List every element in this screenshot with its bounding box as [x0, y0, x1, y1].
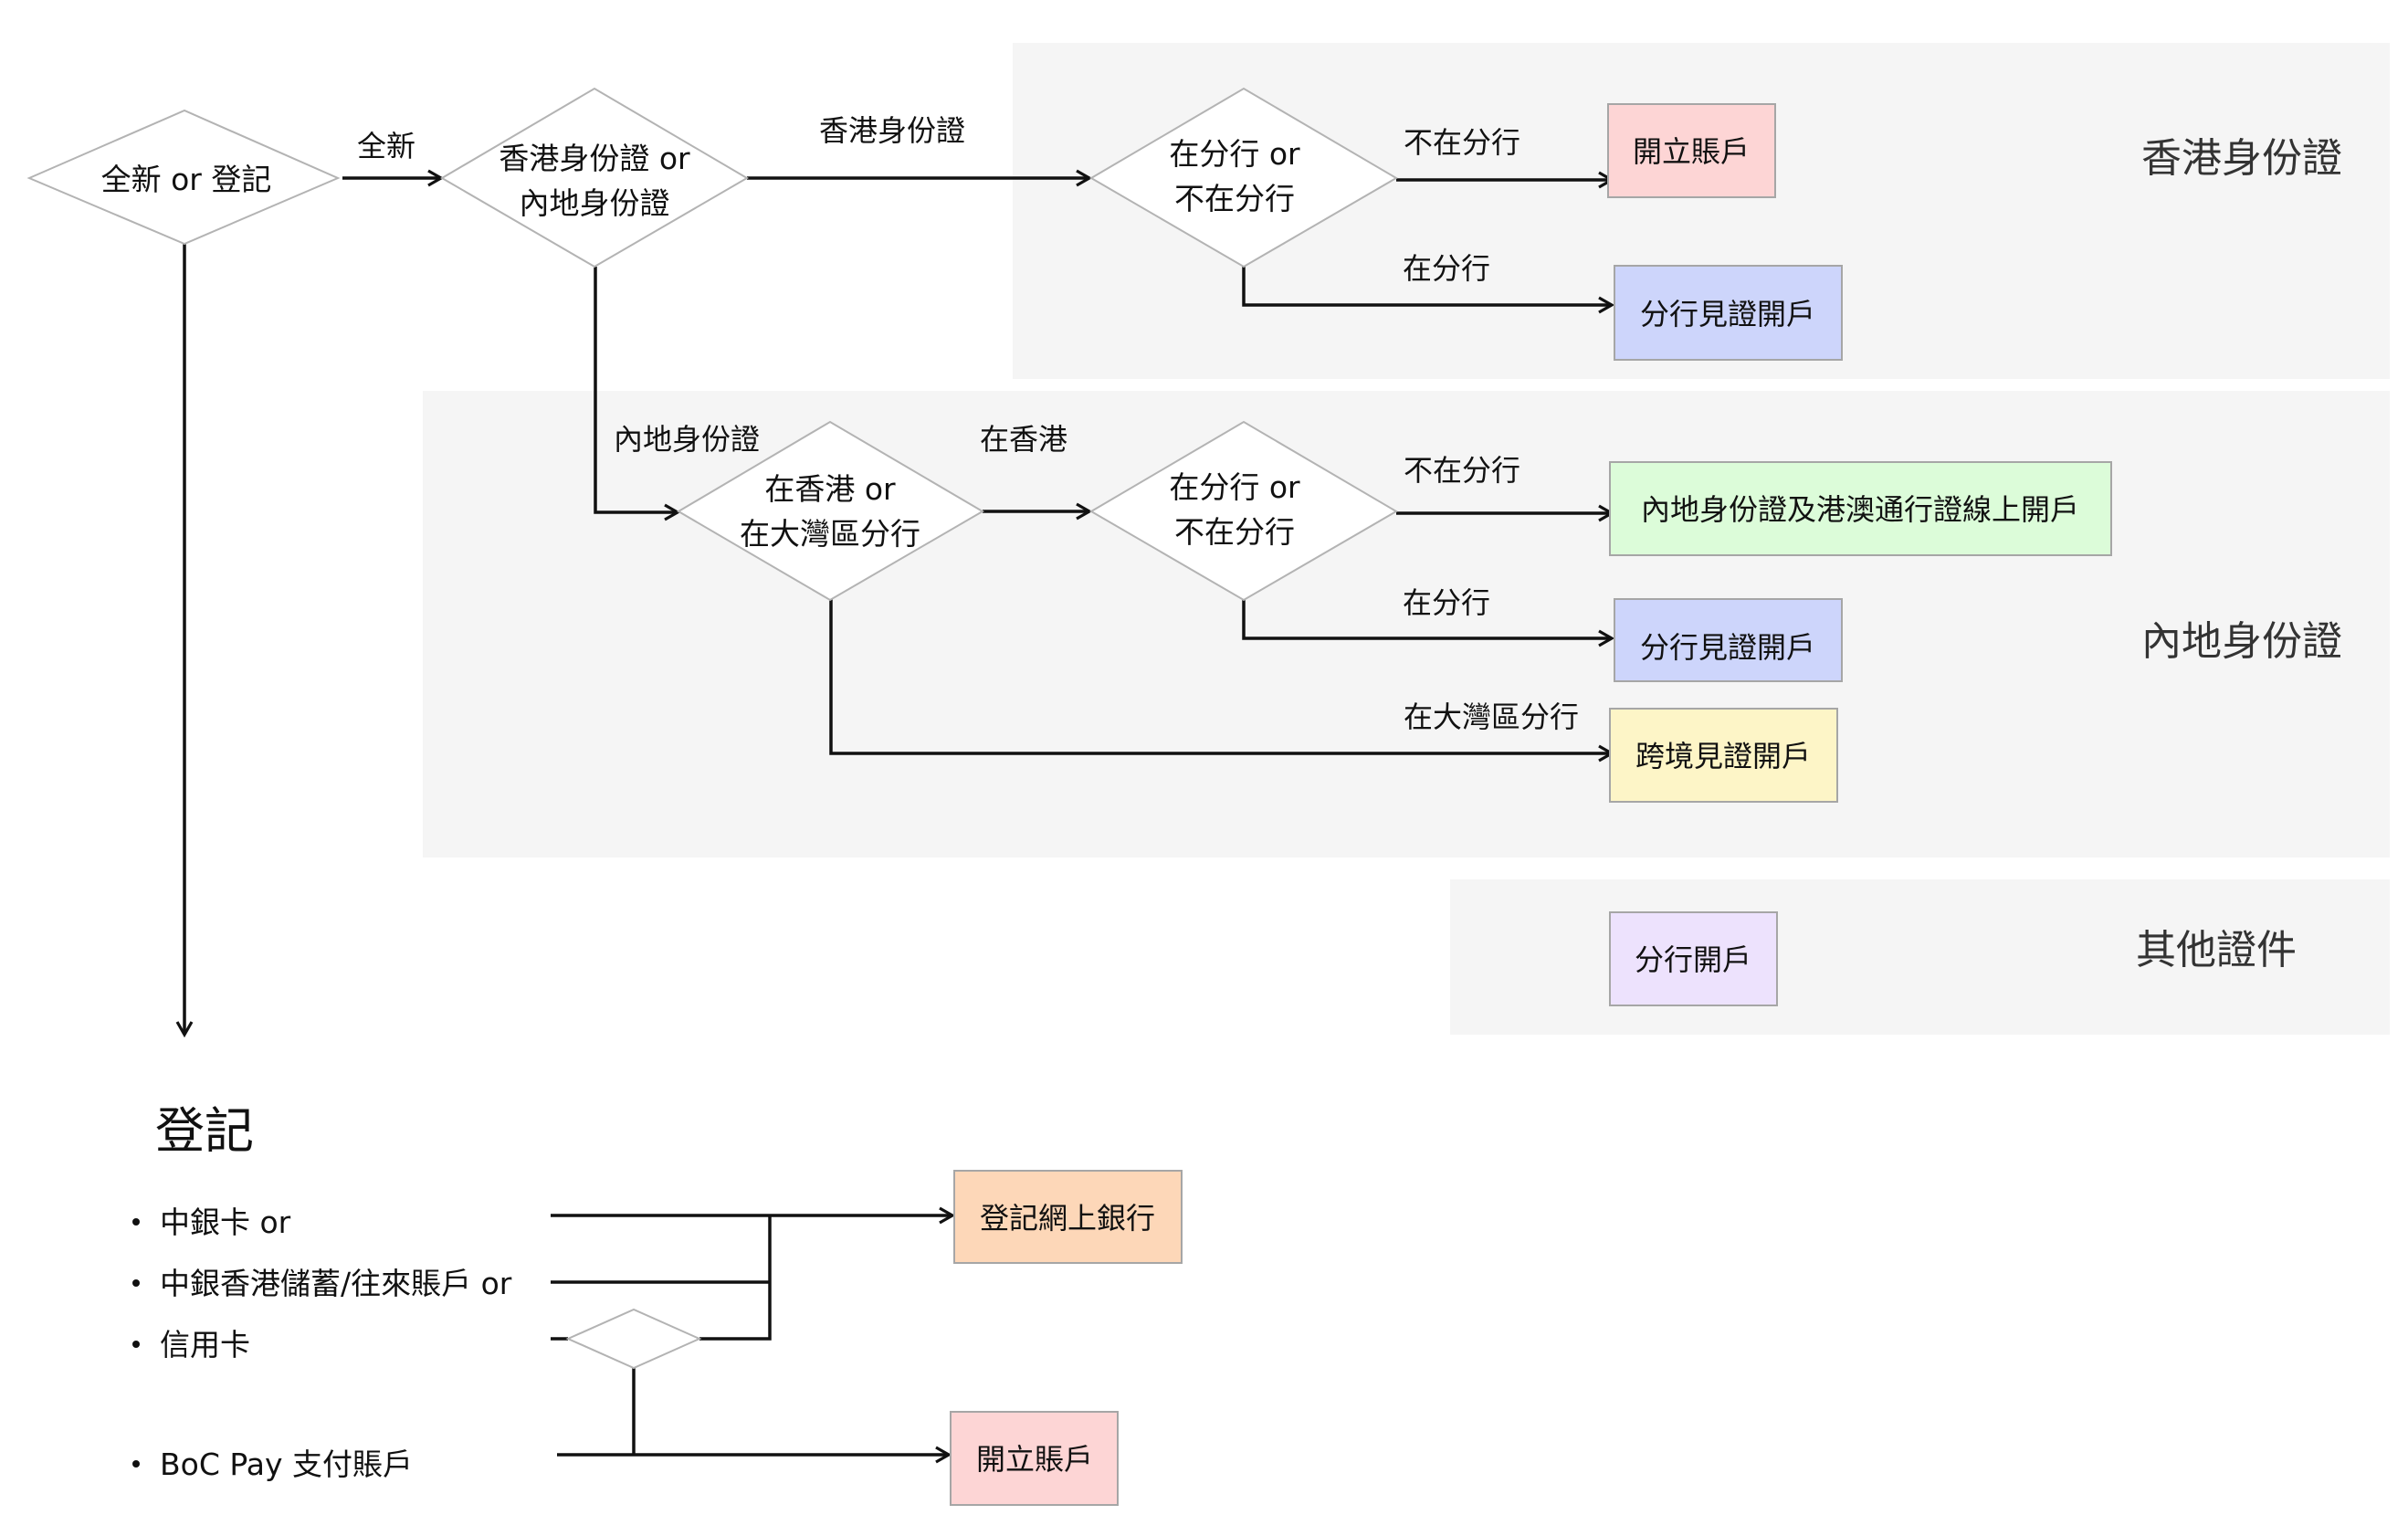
- label-mainland-id: 內地身份證: [614, 422, 760, 457]
- bullet-dot: [132, 1218, 140, 1226]
- region-title-hkid: 香港身份證: [2141, 135, 2342, 182]
- label-ml-not-branch: 不在分行: [1404, 453, 1520, 488]
- outcome-hk-open-account: 開立賬戶: [1607, 103, 1776, 198]
- decision-hk-branch: 在分行 or 不在分行: [1089, 87, 1398, 268]
- bullet-dot: [132, 1279, 140, 1287]
- svg-text:香港身份證 or: 香港身份證 or: [499, 141, 690, 176]
- region-title-mainland: 內地身份證: [2141, 618, 2342, 665]
- svg-text:在香港 or: 在香港 or: [764, 471, 896, 507]
- svg-text:分行見證開戶: 分行見證開戶: [1640, 630, 1815, 665]
- svg-text:在大灣區分行: 在大灣區分行: [740, 516, 920, 552]
- svg-text:在分行 or: 在分行 or: [1169, 136, 1300, 172]
- svg-text:不在分行: 不在分行: [1174, 181, 1295, 216]
- label-gba-branch: 在大灣區分行: [1404, 700, 1579, 734]
- edge-hk-at-branch: [1242, 267, 1612, 305]
- svg-text:開立賬戶: 開立賬戶: [976, 1442, 1093, 1477]
- decision-location: 在香港 or 在大灣區分行: [677, 420, 984, 602]
- register-items: 中銀卡 or 中銀香港儲蓄/往來賬戶 or 信用卡 BoC Pay 支付賬戶: [132, 1205, 512, 1482]
- outcome-ml-branch-open: 分行見證開戶: [1614, 598, 1843, 682]
- edge-gba-branch: [829, 599, 1612, 753]
- register-item-3: 信用卡: [160, 1327, 250, 1362]
- register-item-1: 中銀卡 or: [160, 1205, 291, 1240]
- outcome-ml-online-open: 內地身份證及港澳通行證線上開戶: [1609, 461, 2112, 556]
- decision-ml-branch: 在分行 or 不在分行: [1089, 420, 1398, 602]
- label-hk-at-branch: 在分行: [1403, 251, 1490, 286]
- label-new: 全新: [357, 129, 415, 163]
- svg-text:跨境見證開戶: 跨境見證開戶: [1635, 739, 1811, 773]
- bullet-dot: [132, 1460, 140, 1468]
- svg-text:內地身份證及港澳通行證線上開戶: 內地身份證及港澳通行證線上開戶: [1641, 492, 2079, 527]
- label-hkid: 香港身份證: [819, 113, 965, 148]
- svg-text:不在分行: 不在分行: [1174, 514, 1295, 550]
- decision-credit-card: [565, 1308, 702, 1370]
- edges: [184, 178, 1612, 1455]
- label-hk-not-branch: 不在分行: [1404, 125, 1520, 160]
- outcome-hk-branch-open: 分行見證開戶: [1614, 265, 1843, 361]
- outcome-register-online: 登記網上銀行: [953, 1170, 1183, 1264]
- edge-ml-at-branch: [1242, 599, 1612, 638]
- outcome-other-branch-open: 分行開戶: [1609, 911, 1778, 1006]
- region-other: [1450, 879, 2390, 1035]
- svg-text:分行開戶: 分行開戶: [1635, 942, 1751, 977]
- svg-text:開立賬戶: 開立賬戶: [1633, 134, 1750, 169]
- outcome-cross-border-open: 跨境見證開戶: [1609, 708, 1838, 803]
- bullet-dot: [132, 1341, 140, 1348]
- label-in-hk: 在香港: [980, 422, 1067, 457]
- svg-text:內地身份證: 內地身份證: [520, 185, 670, 221]
- decision-new-or-register: 全新 or 登記: [26, 109, 341, 246]
- outcome-register-open-account: 開立賬戶: [950, 1411, 1119, 1506]
- register-title: 登記: [155, 1102, 254, 1160]
- edge-mainland-id: [594, 267, 678, 512]
- register-item-4: BoC Pay 支付賬戶: [160, 1447, 413, 1482]
- edge-item3-merge: [699, 1215, 772, 1341]
- decision-id-type: 香港身份證 or 內地身份證: [440, 87, 749, 268]
- svg-text:在分行 or: 在分行 or: [1169, 469, 1300, 505]
- svg-text:分行見證開戶: 分行見證開戶: [1640, 297, 1815, 331]
- region-title-other: 其他證件: [2136, 927, 2297, 973]
- register-item-2: 中銀香港儲蓄/往來賬戶 or: [160, 1266, 512, 1301]
- svg-text:全新 or 登記: 全新 or 登記: [101, 162, 272, 197]
- label-ml-at-branch: 在分行: [1403, 585, 1490, 620]
- svg-text:登記網上銀行: 登記網上銀行: [980, 1201, 1155, 1236]
